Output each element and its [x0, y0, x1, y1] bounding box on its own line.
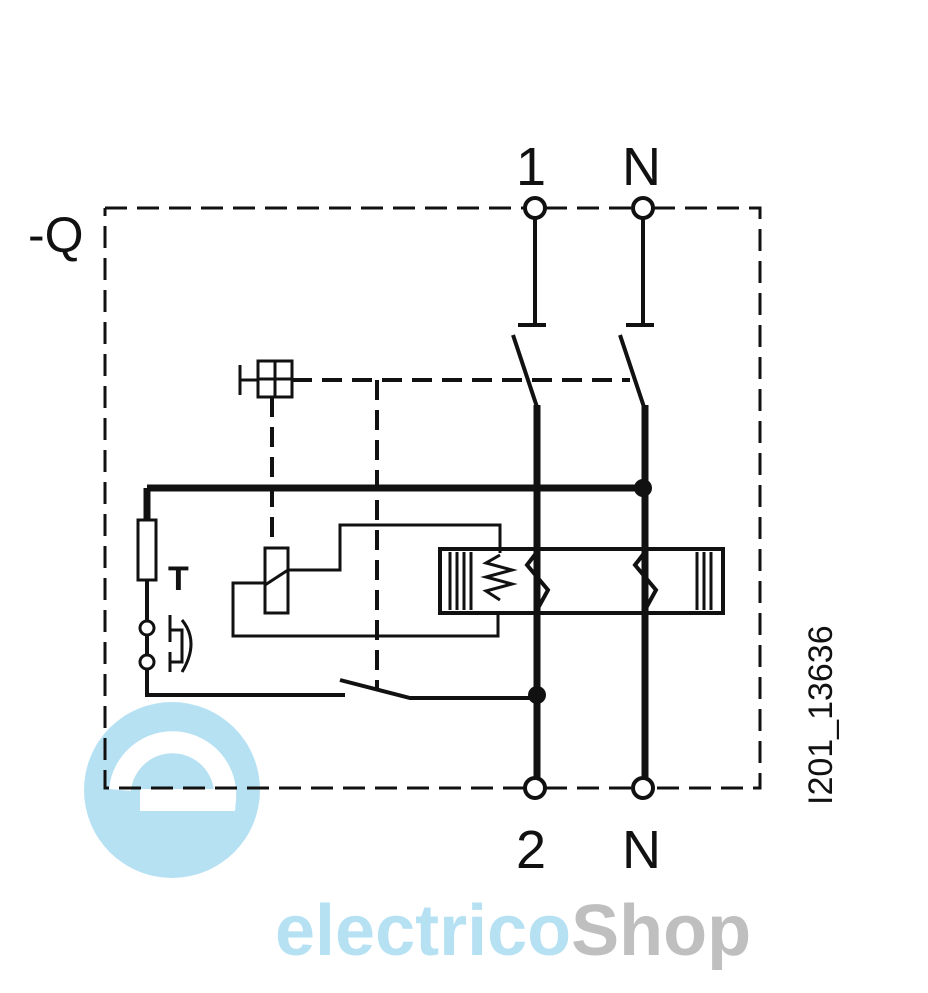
- terminal-bottom-n: [631, 776, 655, 800]
- drawing-number: I201_13636: [802, 625, 840, 805]
- watermark-brand: electricoShop: [275, 891, 751, 971]
- watermark-brand-part1: electrico: [275, 891, 571, 971]
- device-label: -Q: [28, 207, 84, 263]
- main-contacts: [511, 218, 654, 778]
- terminal-label-bottom-n: N: [622, 820, 661, 880]
- terminal-label-bottom-2: 2: [516, 820, 546, 880]
- test-resistor: [136, 518, 158, 582]
- trip-coil: [231, 523, 502, 638]
- enclosure-outline: [103, 206, 762, 790]
- terminal-top-n: [631, 196, 655, 220]
- residual-current-transformer: [438, 547, 725, 615]
- watermark: electricoShop: [84, 702, 751, 971]
- test-button-icon: [168, 615, 193, 673]
- terminal-label-top-n: N: [622, 137, 661, 197]
- operating-mechanism: [238, 359, 630, 690]
- terminal-top-1: [523, 196, 547, 220]
- terminal-label-top-1: 1: [516, 137, 546, 197]
- watermark-brand-part2: Shop: [571, 891, 751, 971]
- test-button-label: T: [168, 560, 189, 598]
- test-circuit: T: [136, 479, 652, 704]
- terminal-bottom-2: [523, 776, 547, 800]
